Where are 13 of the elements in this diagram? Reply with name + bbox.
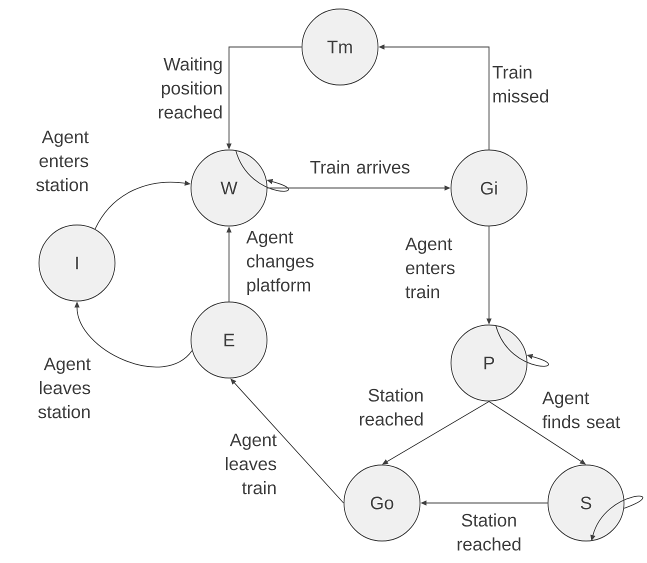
edge-label: Agent enters station (36, 130, 89, 192)
edge-label: Train arrives (310, 160, 410, 174)
edge-label: Waiting position reached (158, 57, 222, 119)
edge-label: Station reached (458, 513, 520, 551)
edge-label: Agent enters train (405, 238, 455, 298)
edge-label: Train missed (492, 65, 548, 103)
edge-label: Agent leaves station (38, 358, 91, 418)
self-loop-arrow (235, 150, 289, 192)
self-loop-arrow (495, 324, 549, 367)
edge-label: Agent leaves train (226, 434, 277, 494)
edge-label: Agent changes platform (246, 230, 314, 296)
edge-label: Agent finds seat (542, 392, 620, 428)
edge-label: Station reached (360, 388, 423, 426)
